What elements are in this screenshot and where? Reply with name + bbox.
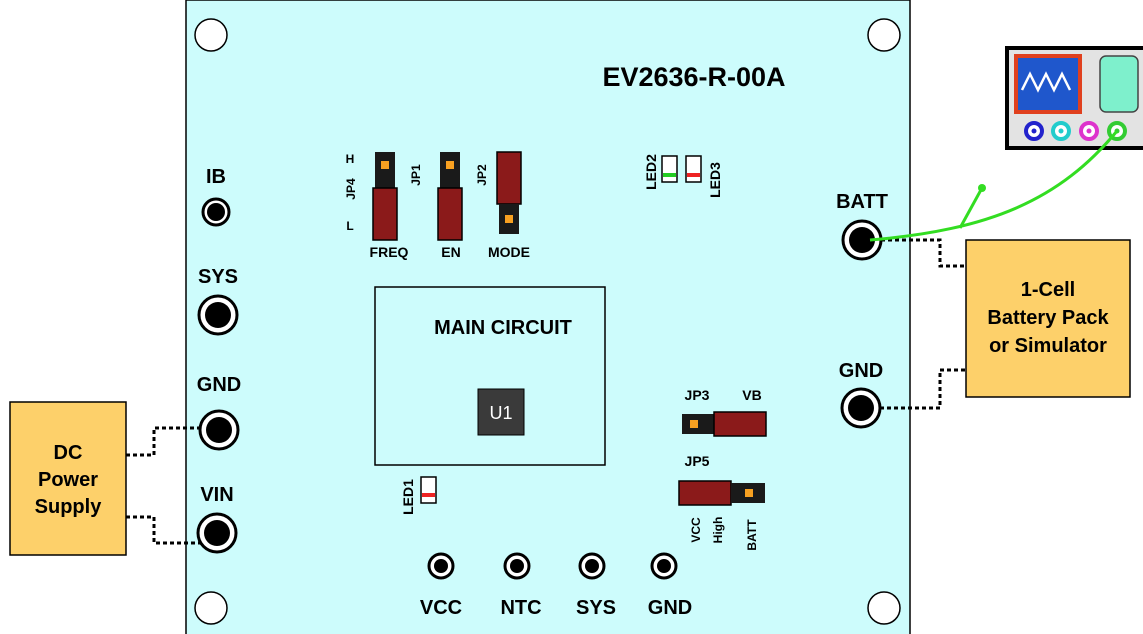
sys-bottom-label: SYS — [576, 597, 616, 619]
ib-label: IB — [206, 166, 226, 188]
gnd-connection-wire — [126, 426, 200, 457]
probe-ground-clip — [978, 184, 986, 192]
ntc-bottom-label: NTC — [500, 597, 541, 619]
oscilloscope-panel — [1099, 55, 1139, 113]
led2 — [661, 155, 678, 183]
jp2-jumper-cap[interactable] — [496, 151, 522, 205]
jp5-label: JP5 — [685, 453, 710, 469]
jp1-pin — [446, 161, 454, 169]
channel-3-connector-center — [1086, 128, 1092, 134]
u1-chip — [477, 388, 525, 436]
jp1-label: JP1 — [409, 164, 423, 186]
gnd-left-test-point-hole — [206, 417, 232, 443]
sys-left-label: SYS — [198, 266, 238, 288]
jp5-high-label: High — [711, 517, 725, 544]
dc-supply-line2: Power — [38, 469, 98, 491]
oscilloscope-screen — [1014, 54, 1082, 114]
jp3-label: JP3 — [685, 387, 710, 403]
jp4-header[interactable] — [375, 152, 395, 188]
led1-label: LED1 — [400, 479, 416, 515]
jp3-function-label: VB — [742, 387, 761, 403]
jp5-vcc-label: VCC — [689, 517, 703, 543]
batt-test-point-hole — [849, 227, 875, 253]
jp1-function-label: EN — [441, 244, 460, 260]
jp2-function-label: MODE — [488, 244, 530, 260]
jp5-jumper-cap[interactable] — [678, 480, 732, 506]
main-circuit-label: MAIN CIRCUIT — [434, 317, 572, 339]
vin-label: VIN — [200, 484, 233, 506]
mounting-hole-top-right — [867, 18, 901, 52]
sine-wave-icon — [1020, 71, 1072, 93]
batt-label: BATT — [836, 191, 888, 213]
jp4-low-label: L — [346, 219, 353, 233]
led2-green-element — [663, 173, 676, 177]
gnd-bottom-label: GND — [648, 597, 692, 619]
probe-ground-lead — [958, 187, 984, 229]
mounting-hole-bottom-right — [867, 591, 901, 625]
battery-pack-box — [965, 239, 1131, 398]
jp2-pin — [505, 215, 513, 223]
gnd-right-connection-wire — [880, 368, 966, 410]
u1-label: U1 — [489, 403, 512, 423]
batt-connection-wire — [881, 238, 966, 268]
vcc-test-point-hole — [434, 559, 448, 573]
gnd-right-test-point-hole — [848, 395, 874, 421]
jp3-pin — [690, 420, 698, 428]
gnd-right-label: GND — [839, 360, 883, 382]
led3 — [685, 155, 702, 183]
board-title: EV2636-R-00A — [602, 62, 785, 92]
battery-line2: Battery Pack — [987, 307, 1109, 329]
led1-red-element — [422, 493, 435, 497]
jp5-batt-label: BATT — [745, 519, 759, 551]
led1 — [420, 476, 437, 504]
main-circuit-block — [374, 286, 606, 466]
dc-supply-line1: DC — [54, 442, 83, 464]
jp3-jumper-cap[interactable] — [713, 411, 767, 437]
channel-2-connector-center — [1058, 128, 1064, 134]
jp4-function-label: FREQ — [370, 244, 409, 260]
channel-1-connector-center — [1031, 128, 1037, 134]
vcc-bottom-label: VCC — [420, 597, 462, 619]
dc-power-supply-box — [9, 401, 127, 556]
jp5-pin — [745, 489, 753, 497]
gnd-bottom-test-point-hole — [657, 559, 671, 573]
mounting-hole-bottom-left — [194, 591, 228, 625]
jp4-high-label: H — [346, 152, 355, 166]
probe-wire — [869, 130, 1119, 242]
jp4-label: JP4 — [344, 178, 358, 200]
battery-line3: or Simulator — [989, 335, 1107, 357]
gnd-left-label: GND — [197, 374, 241, 396]
jp4-pin — [381, 161, 389, 169]
vin-test-point-hole — [204, 520, 230, 546]
vin-connection-wire — [126, 515, 200, 545]
jp1-header[interactable] — [440, 152, 460, 188]
led3-red-element — [687, 173, 700, 177]
led2-label: LED2 — [643, 154, 659, 190]
sys-left-test-point-hole — [205, 302, 231, 328]
ib-test-point-hole — [207, 203, 225, 221]
jp1-jumper-cap[interactable] — [437, 187, 463, 241]
jp2-label: JP2 — [475, 164, 489, 186]
led3-label: LED3 — [707, 162, 723, 198]
battery-line1: 1-Cell — [1021, 279, 1075, 301]
ntc-test-point-hole — [510, 559, 524, 573]
jp4-jumper-cap[interactable] — [372, 187, 398, 241]
mounting-hole-top-left — [194, 18, 228, 52]
sys-bottom-test-point-hole — [585, 559, 599, 573]
dc-supply-line3: Supply — [35, 496, 103, 518]
